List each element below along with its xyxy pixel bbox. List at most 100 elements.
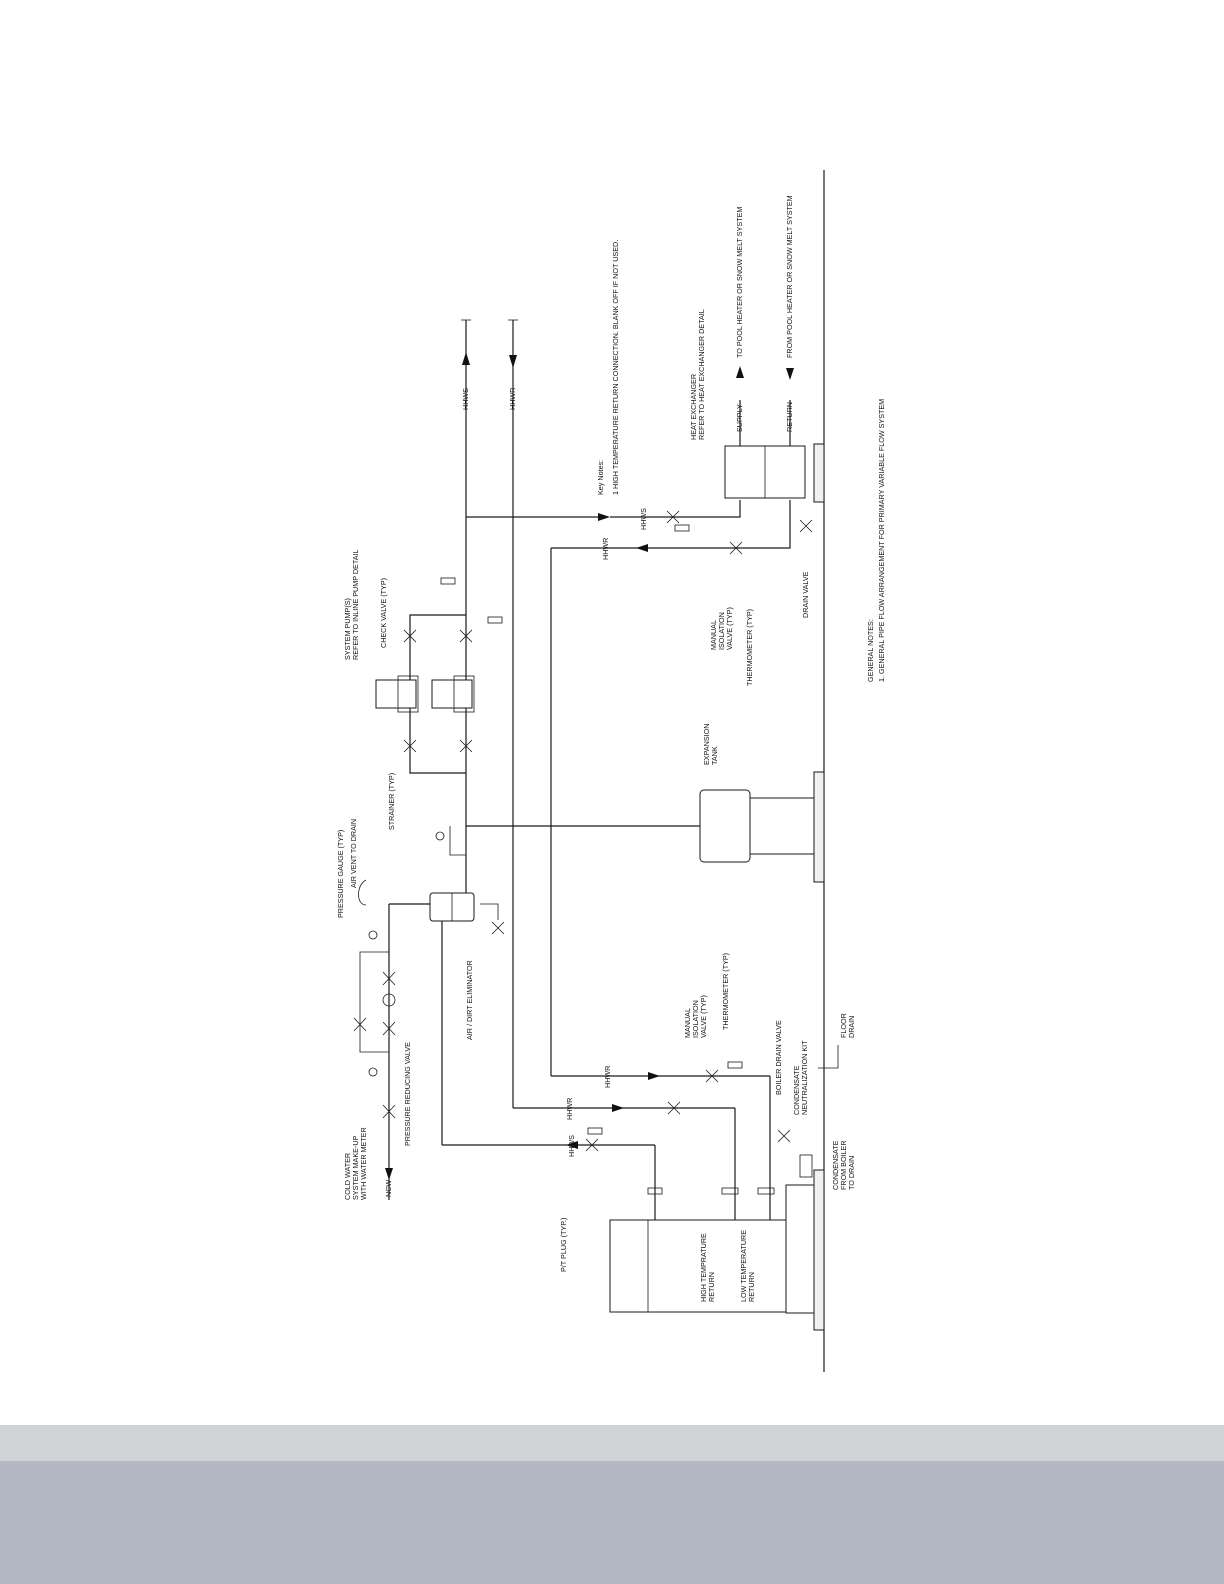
hhws-hx-arrow [598,513,610,521]
thermometer-label-boiler: THERMOMETER (TYP) [721,952,730,1030]
thermometer-label-hx: THERMOMETER (TYP) [745,608,754,686]
key-note-1: 1 HIGH TEMPERATURE RETURN CONNECTION. BL… [611,239,620,495]
boiler-pad [813,1169,825,1331]
heat-exchanger-label: HEAT EXCHANGER REFER TO HEAT EXCHANGER D… [689,309,706,440]
hhwr-label-boiler: HHWR [565,1097,574,1120]
pt-plug-label: P/T PLUG (TYP.) [559,1217,568,1272]
boiler-flange [757,1187,775,1195]
manual-isolation-label-hx: MANUAL ISOLATION VALVE (TYP) [709,607,734,650]
condensate-from-boiler-label: CONDENSATE FROM BOILER TO DRAIN [831,1140,856,1190]
makeup-valve-2 [382,1021,396,1036]
hx-drain-valve [799,519,813,533]
hhws-label-hx: HHWS [639,508,648,530]
air-vent-label: AIR VENT TO DRAIN [349,818,358,888]
boiler [609,1219,787,1313]
thermometer-icon [674,524,690,532]
expansion-tank-label-line: TANK [710,746,719,765]
system-pumps-label-line: REFER TO INLINE PUMP DETAIL [351,549,360,661]
cold-water-label: COLD WATER SYSTEM MAKE-UP WITH WATER MET… [343,1127,368,1200]
check-valve-label: CHECK VALVE (TYP) [379,577,388,648]
thermometer-icon [487,616,503,624]
low-temp-return-label: LOW TEMPERATURE RETURN [739,1230,756,1302]
gauge-icon [368,1067,378,1077]
high-temp-return-label-line: RETURN [707,1272,716,1302]
hhwr-low-arrow [648,1072,660,1080]
footer-band-light [0,1425,1224,1461]
condensate-from-boiler-label-line: TO DRAIN [847,1155,856,1190]
makeup-valve-1 [382,971,396,986]
key-notes-heading: Key Notes: [596,459,605,495]
hx-supply-connection [610,500,741,518]
boiler-drain-valve [777,1129,791,1143]
boiler-supply-valve [585,1138,599,1152]
prv-icon [382,993,396,1007]
makeup-valve-3 [382,1104,396,1119]
drain-valve-label: DRAIN VALVE [801,571,810,618]
expansion-tank-label: EXPANSION TANK [702,724,719,765]
return-in-arrow [786,368,794,380]
gauge-branch [449,826,466,856]
floor-drain-label-line: DRAIN [847,1015,856,1038]
hx-return-connection [551,500,791,549]
eliminator-drain-valve [491,921,505,935]
thermometer-icon [587,1127,603,1135]
pump-1-flange [397,675,419,713]
manual-isolation-label-line: VALVE (TYP) [725,607,734,650]
expansion-tank-pad [813,771,825,883]
boiler-drain-valve-label: BOILER DRAIN VALVE [774,1020,783,1095]
return-label: RETURN [785,402,794,432]
hhws-label-main: HHWS [461,388,470,410]
air-vent-icon [358,879,367,906]
supply-label: SUPPLY [735,404,744,432]
general-note-1: 1. GENERAL PIPE FLOW ARRANGEMENT FOR PRI… [877,398,886,682]
boiler-low-valve [705,1069,719,1083]
hhws-boiler-arrow [566,1141,578,1149]
check-valve-2 [459,629,473,643]
hhwr-boiler-arrow [612,1104,624,1112]
expansion-tank-base [749,797,815,855]
drawing-sheet: .lbl { position:absolute; transform-orig… [336,170,886,1372]
cold-water-label-line: WITH WATER METER [359,1127,368,1200]
hhwr-label-boiler-low: HHWR [603,1065,612,1088]
key-note-number: 1 [611,491,620,495]
pump-2-flange [453,675,475,713]
thermometer-icon [727,1061,743,1069]
pressure-gauge-label: PRESSURE GAUGE (TYP) [336,829,345,918]
gauge-icon [435,831,445,841]
manual-isolation-label-boiler: MANUAL ISOLATION VALVE (TYP) [683,995,708,1038]
hhwr-hx-arrow [636,544,648,552]
condensate-kit-label: CONDENSATE NEUTRALIZATION KIT [792,1040,809,1115]
condensate-kit-icon [799,1154,813,1178]
ncw-flow-arrow [385,1168,393,1180]
eliminator-drain-pipe [480,903,499,920]
hhwr-label-hx: HHWR [601,537,610,560]
heat-exchanger-label-line: REFER TO HEAT EXCHANGER DETAIL [697,309,706,440]
air-dirt-eliminator-label: AIR / DIRT ELIMINATOR [465,960,474,1040]
prv-bypass-pipe [359,951,389,1053]
bypass-valve [353,1017,367,1032]
condensate-kit-label-line: NEUTRALIZATION KIT [800,1040,809,1115]
general-notes-heading: GENERAL NOTES: [866,619,875,682]
strainer-label: STRAINER (TYP) [387,772,396,830]
floor-drain-pipe [818,1045,839,1069]
strainer-valve-1 [403,739,417,753]
hx-return-valve [729,541,743,555]
from-pool-label: FROM POOL HEATER OR SNOW MELT SYSTEM [785,195,794,358]
hhws-label-boiler: HHWS [567,1135,576,1157]
heat-exchanger-pad [813,443,825,503]
hhwr-flow-arrow [509,355,517,368]
strainer-valve-2 [459,739,473,753]
system-pumps-label: SYSTEM PUMP(S) REFER TO INLINE PUMP DETA… [343,549,360,661]
boiler-flange [647,1187,663,1195]
key-note-text: HIGH TEMPERATURE RETURN CONNECTION. BLAN… [611,239,620,489]
check-valve-1 [403,629,417,643]
hhws-flow-arrow [462,352,470,365]
pressure-reducing-valve-label: PRESSURE REDUCING VALVE [403,1042,412,1146]
ncw-label: NCW [384,1179,393,1197]
floor-drain-label: FLOOR DRAIN [839,1013,856,1038]
supply-out-arrow [736,366,744,378]
footer-band-dark [0,1461,1224,1584]
system-pump-2 [431,679,473,709]
thermometer-icon [440,577,456,585]
high-temp-return-label: HIGH TEMPRATURE RETURN [699,1233,716,1302]
